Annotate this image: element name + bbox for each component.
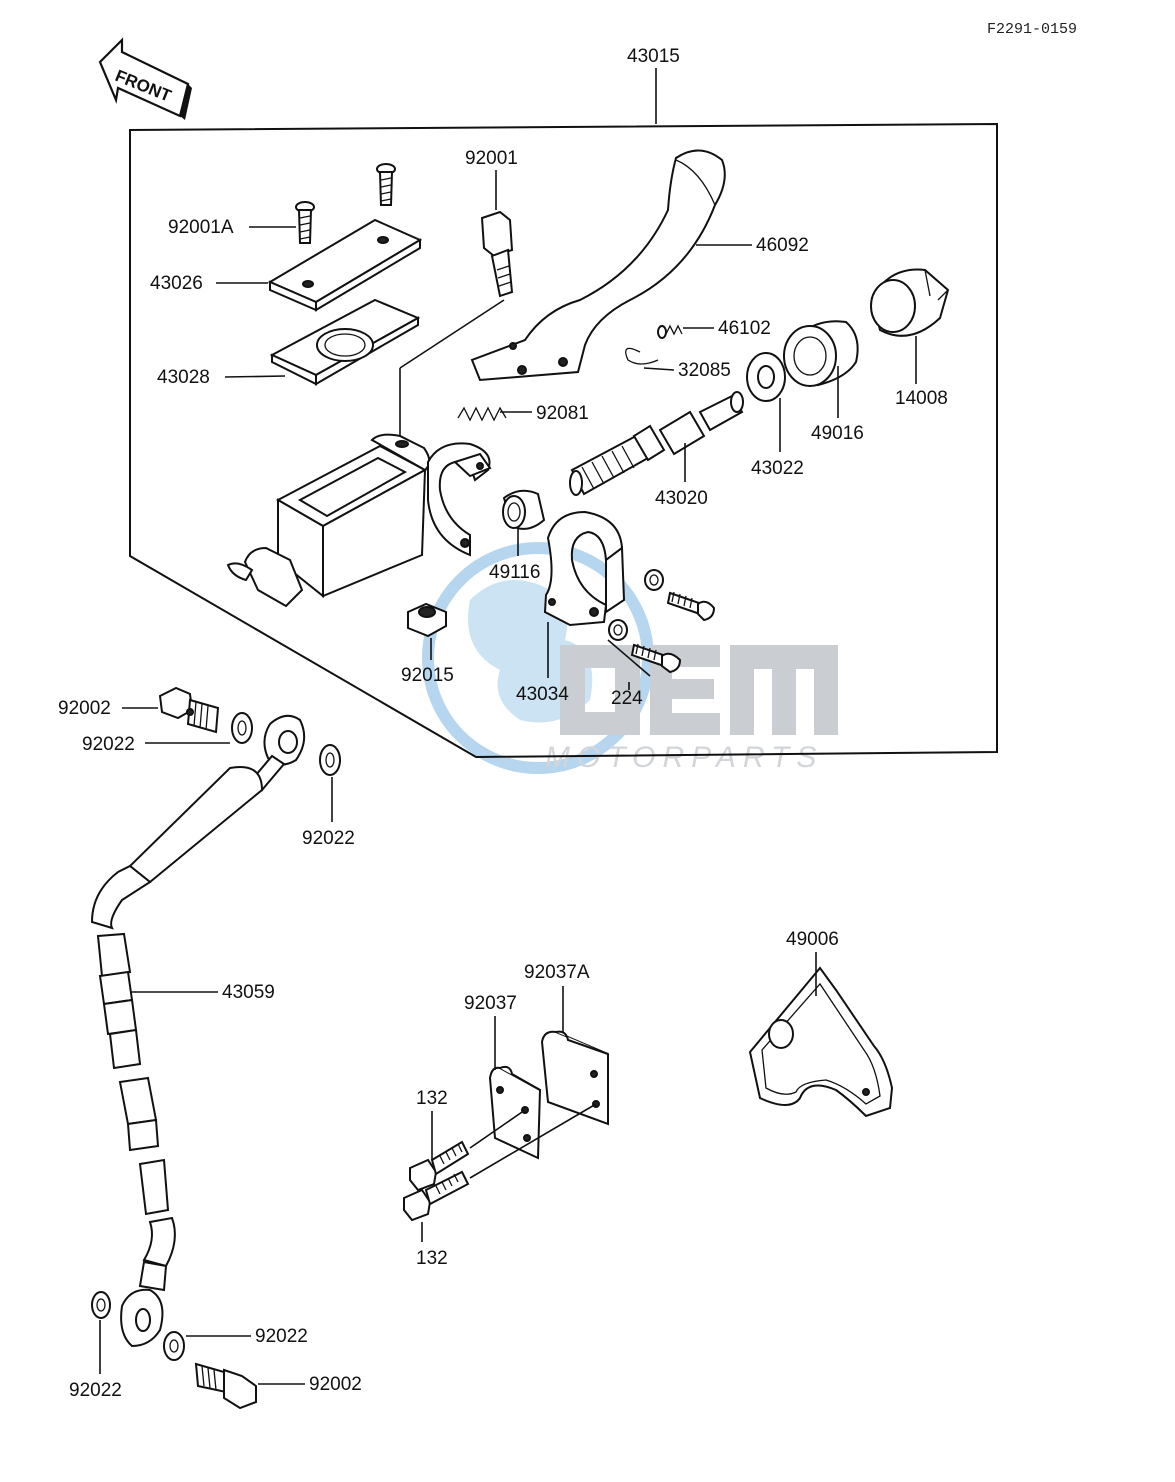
bracket-92037-icon xyxy=(488,1065,542,1160)
washer-92022-right-icon xyxy=(319,744,341,776)
label-49006: 49006 xyxy=(786,929,839,950)
label-92022-right: 92022 xyxy=(302,828,355,849)
washer-92022-bottom-left-icon xyxy=(91,1291,111,1319)
bolt-132-top-icon xyxy=(409,1140,470,1192)
label-43034: 43034 xyxy=(516,684,569,705)
label-49016: 49016 xyxy=(811,423,864,444)
diaphragm-43028-icon xyxy=(269,298,421,386)
label-92022-bottom-right: 92022 xyxy=(255,1326,308,1347)
front-arrow-icon: FRONT xyxy=(98,37,192,120)
piston-43020-icon xyxy=(569,391,744,496)
label-92037a: 92037A xyxy=(524,962,590,983)
label-132-bottom: 132 xyxy=(416,1248,448,1269)
reservoir-cover-43026-icon xyxy=(267,218,423,312)
label-92001: 92001 xyxy=(465,148,518,169)
label-92002-bottom: 92002 xyxy=(309,1374,362,1395)
label-92002-top: 92002 xyxy=(58,698,111,719)
label-43059: 43059 xyxy=(222,982,275,1003)
diagram-code: F2291-0159 xyxy=(987,21,1077,38)
banjo-bolt-92002-bottom-icon xyxy=(194,1362,257,1410)
label-14008: 14008 xyxy=(895,388,948,409)
label-43028: 43028 xyxy=(157,367,210,388)
watermark-oem-letters xyxy=(560,645,838,735)
label-46092: 46092 xyxy=(756,235,809,256)
label-49116: 49116 xyxy=(489,562,540,583)
label-32085: 32085 xyxy=(678,360,731,381)
assembly-frame xyxy=(129,122,998,759)
washer-92022-left-icon xyxy=(231,712,253,744)
bolt-132-bottom-icon xyxy=(403,1170,470,1222)
brake-hose-43059-icon xyxy=(90,714,306,1348)
washer-43022-icon xyxy=(746,352,786,402)
cup-49116-icon xyxy=(502,489,546,530)
boot-14008-icon xyxy=(870,268,950,337)
washer-92022-bottom-right-icon xyxy=(163,1331,185,1361)
pivot-bolt-92001-icon xyxy=(480,210,514,298)
boot-49016-icon xyxy=(783,320,859,387)
nut-92015-icon xyxy=(407,602,447,638)
clamp-43034-icon xyxy=(543,510,626,627)
label-92037: 92037 xyxy=(464,993,517,1014)
watermark-text: MOTORPARTS xyxy=(545,741,823,774)
label-224: 224 xyxy=(611,688,643,709)
circlip-32085-icon xyxy=(625,347,659,365)
protector-cover-49006-icon xyxy=(748,966,894,1118)
label-43015: 43015 xyxy=(627,46,680,67)
label-92015: 92015 xyxy=(401,665,454,686)
label-92081: 92081 xyxy=(536,403,589,424)
banjo-bolt-92002-top-icon xyxy=(158,686,220,734)
screw-92001a-icon xyxy=(295,163,396,244)
clamp-bolts-224-icon xyxy=(608,569,716,674)
label-92001a: 92001A xyxy=(168,217,234,238)
label-132-top: 132 xyxy=(416,1088,448,1109)
label-43022: 43022 xyxy=(751,458,804,479)
bracket-92037a-icon xyxy=(540,1030,609,1126)
label-43020: 43020 xyxy=(655,488,708,509)
spring-92081-icon xyxy=(457,406,507,422)
label-46102: 46102 xyxy=(718,318,771,339)
brake-lever-46092-icon xyxy=(470,149,726,382)
master-cylinder-body-icon xyxy=(226,433,492,608)
spring-46102-icon xyxy=(657,324,683,339)
label-43026: 43026 xyxy=(150,273,203,294)
label-92022-left: 92022 xyxy=(82,734,135,755)
label-92022-bottom-left: 92022 xyxy=(69,1380,122,1401)
